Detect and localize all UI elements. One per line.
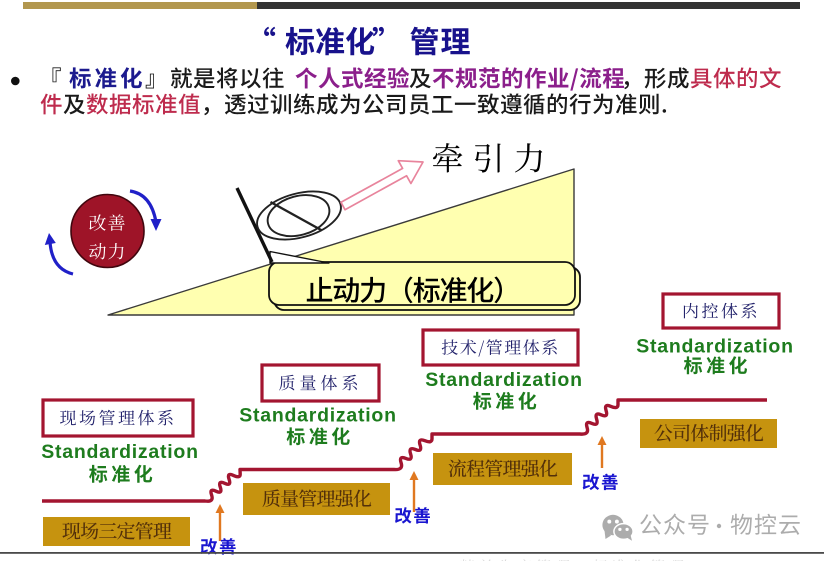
svg-text:Standardization: Standardization xyxy=(425,369,583,391)
svg-text:Standardization: Standardization xyxy=(41,441,199,463)
svg-text:Standardization: Standardization xyxy=(636,336,794,358)
svg-text:Standardization: Standardization xyxy=(239,405,397,427)
